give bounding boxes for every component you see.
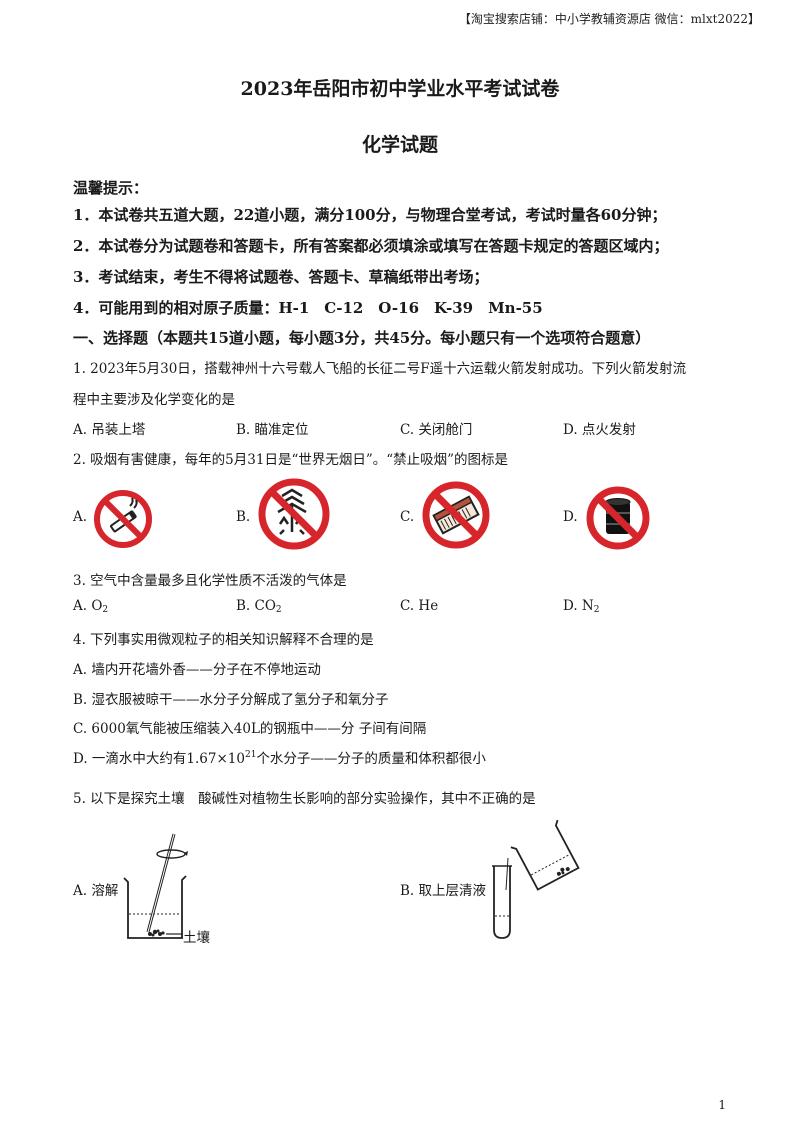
q4-option-a: A. 墙内开花墙外香——分子在不停地运动 — [73, 662, 321, 678]
q1-text-line1: 1. 2023年5月30日，搭载神州十六号载人飞船的长征二号F遥十六运载火箭发射… — [73, 361, 687, 377]
no-smoking-sign-icon — [94, 490, 152, 548]
q5-option-a-label: A. 溶解 — [73, 883, 119, 899]
q4-option-d: D. 一滴水中大约有1.67×1021个水分子——分子的质量和体积都很小 — [73, 750, 486, 767]
tip-4: 4．可能用到的相对原子质量：H-1 C-12 O-16 K-39 Mn-55 — [73, 299, 543, 317]
tip-1: 1．本试卷共五道大题，22道小题，满分100分，与物理合堂考试，考试时量各60分… — [73, 206, 667, 224]
q2-text: 2. 吸烟有害健康，每年的5月31日是“世界无烟日”。“禁止吸烟”的图标是 — [73, 452, 509, 468]
exam-subtitle: 化学试题 — [361, 134, 438, 156]
q1-option-c: C. 关闭舱门 — [400, 422, 473, 438]
header-note: 【淘宝搜索店铺：中小学教辅资源店 微信：mlxt2022】 — [458, 12, 760, 26]
section-choice-heading: 一、选择题（本题共15道小题，每小题3分，共45分。每小题只有一个选项符合题意） — [73, 329, 651, 347]
q1-text-line2: 程中主要涉及化学变化的是 — [73, 392, 235, 408]
q5-soil-label: 土壤 — [183, 930, 210, 946]
q4-text: 4. 下列事实用微观粒子的相关知识解释不合理的是 — [73, 632, 374, 648]
q2-option-b-label: B. — [236, 509, 251, 525]
q2-option-c-label: C. — [400, 509, 415, 525]
q1-option-b: B. 瞄准定位 — [236, 422, 309, 438]
q5-option-b-label: B. 取上层清液 — [400, 883, 487, 899]
page-number: 1 — [718, 1098, 726, 1112]
tip-3: 3．考试结束，考生不得将试题卷、答题卡、草稿纸带出考场； — [73, 268, 489, 286]
no-fireworks-sign-icon — [258, 478, 330, 550]
q4-option-c: C. 6000氧气能被压缩装入40L的钢瓶中——分 子间有间隔 — [73, 721, 427, 737]
q1-option-a: A. 吊装上塔 — [73, 422, 146, 438]
q3-text: 3. 空气中含量最多且化学性质不活泼的气体是 — [73, 573, 347, 589]
q2-option-d-label: D. — [563, 509, 578, 525]
q3-option-d: D. N2 — [563, 598, 600, 615]
dissolving-beaker-figure — [123, 833, 188, 939]
q2-option-a-label: A. — [73, 509, 88, 525]
tip-2: 2．本试卷分为试题卷和答题卡，所有答案都必须填涂或填写在答题卡规定的答题区域内； — [73, 237, 669, 255]
q4-option-b: B. 湿衣服被晾干——水分子分解成了氢分子和氧分子 — [73, 692, 389, 708]
no-matches-sign-icon — [422, 481, 490, 549]
q3-option-a: A. O2 — [73, 598, 109, 615]
no-flammable-barrel-sign-icon — [586, 486, 650, 550]
q3-option-b: B. CO2 — [236, 598, 282, 615]
q5-text: 5. 以下是探究土壤 酸碱性对植物生长影响的部分实验操作，其中不正确的是 — [73, 791, 536, 807]
tips-heading: 温馨提示： — [73, 179, 149, 197]
q1-option-d: D. 点火发射 — [563, 422, 636, 438]
pouring-supernatant-figure — [492, 819, 580, 939]
exam-title: 2023年岳阳市初中学业水平考试试卷 — [240, 78, 560, 100]
q3-option-c: C. He — [400, 598, 439, 614]
